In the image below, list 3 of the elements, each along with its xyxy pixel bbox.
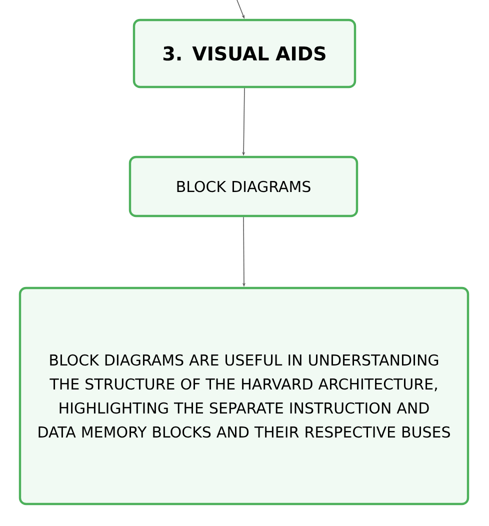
- process-box: BLOCK DIAGRAMS: [128, 156, 358, 218]
- process-box: 3. VISUAL AIDS: [132, 18, 356, 88]
- process-box: BLOCK DIAGRAMS ARE USEFUL IN UNDERSTANDING THE STRUCTURE OF THE HARVARD ARCHITECTURE, HIGHLIGHTING THE SEPARATE INSTRUCTION AND DATA MEMORY BLOCKS AND THEIR RESPECTIVE BUSES: [18, 286, 470, 506]
